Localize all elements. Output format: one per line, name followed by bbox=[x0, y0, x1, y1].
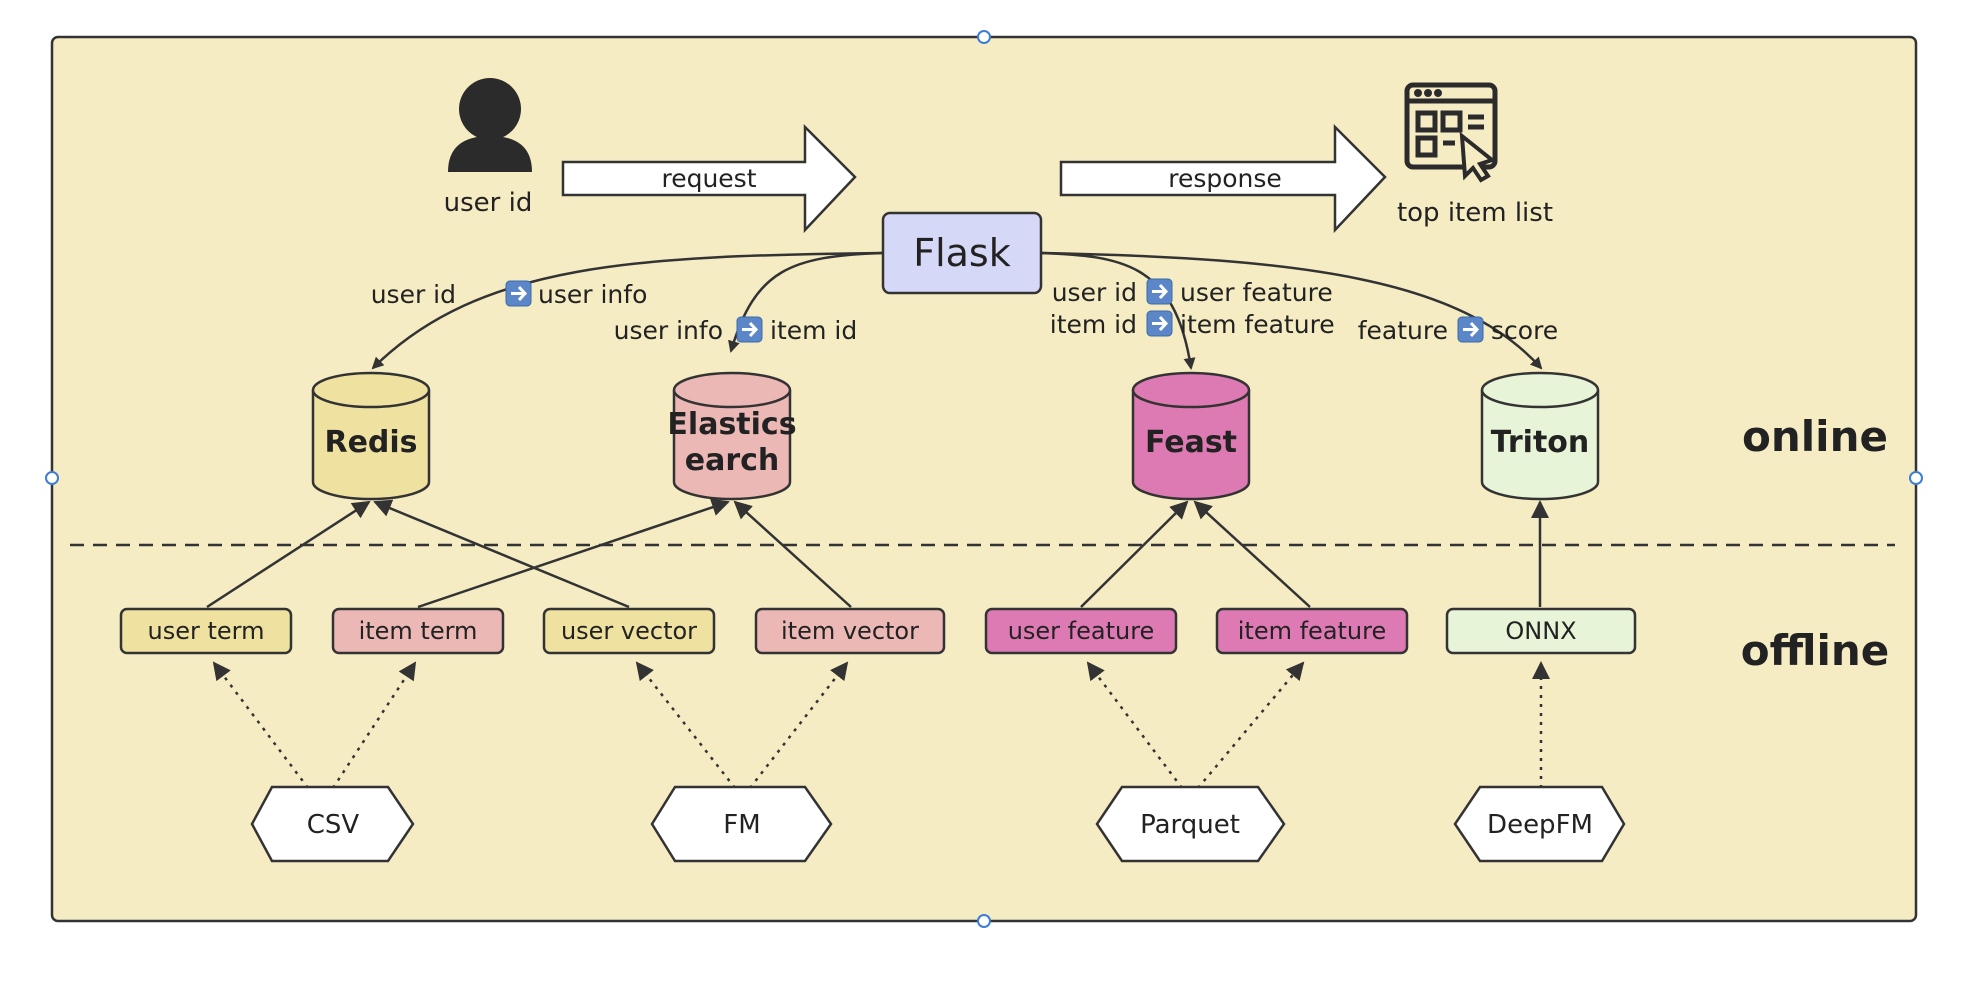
edge-label-triton: feature score bbox=[1358, 316, 1558, 345]
feast-store[interactable]: Feast bbox=[1131, 371, 1251, 501]
item-vector-label: item vector bbox=[781, 617, 919, 645]
user-feature-label: user feature bbox=[1008, 617, 1155, 645]
request-label: request bbox=[661, 164, 756, 193]
item-list-icon bbox=[1404, 82, 1498, 183]
svg-text:feature: feature bbox=[1358, 316, 1448, 345]
csv-source[interactable]: CSV bbox=[250, 785, 415, 863]
elasticsearch-label-line1: Elastics bbox=[667, 407, 796, 442]
item-feature-label: item feature bbox=[1238, 617, 1387, 645]
redis-label: Redis bbox=[324, 425, 417, 460]
edge-label-elasticsearch: user info item id bbox=[614, 316, 858, 345]
response-arrow bbox=[1059, 123, 1387, 234]
user-term-label: user term bbox=[148, 617, 265, 645]
edge-item-term-elasticsearch bbox=[417, 498, 730, 609]
resize-handle-left[interactable] bbox=[45, 471, 59, 485]
triton-store[interactable]: Triton bbox=[1480, 371, 1600, 501]
fm-label: FM bbox=[723, 810, 760, 840]
item-term-label: item term bbox=[359, 617, 478, 645]
resize-handle-top[interactable] bbox=[977, 30, 991, 44]
item-vector-box[interactable]: item vector bbox=[754, 607, 946, 655]
edge-parquet-item-feature bbox=[1197, 661, 1305, 789]
flask-label: Flask bbox=[913, 231, 1011, 275]
onnx-box[interactable]: ONNX bbox=[1445, 607, 1637, 655]
item-feature-box[interactable]: item feature bbox=[1215, 607, 1409, 655]
user-vector-label: user vector bbox=[561, 617, 697, 645]
edge-csv-item-term bbox=[331, 661, 417, 789]
online-zone-label: online bbox=[1742, 412, 1888, 461]
deepfm-source[interactable]: DeepFM bbox=[1453, 785, 1626, 863]
svg-text:score: score bbox=[1491, 316, 1558, 345]
svg-text:user feature: user feature bbox=[1180, 278, 1333, 307]
parquet-source[interactable]: Parquet bbox=[1095, 785, 1286, 863]
edge-user-vector-redis bbox=[373, 499, 630, 609]
response-label: response bbox=[1168, 164, 1282, 193]
svg-text:user id: user id bbox=[1052, 278, 1137, 307]
resize-handle-bottom[interactable] bbox=[977, 914, 991, 928]
svg-text:user info: user info bbox=[614, 316, 723, 345]
svg-text:item feature: item feature bbox=[1180, 310, 1335, 339]
top-item-list-label: top item list bbox=[1397, 198, 1553, 228]
edge-user-term-redis bbox=[206, 500, 371, 609]
edge-item-vector-elasticsearch bbox=[733, 500, 852, 608]
edge-flask-redis bbox=[371, 251, 884, 370]
svg-text:item id: item id bbox=[1050, 310, 1137, 339]
edge-user-feature-feast bbox=[1080, 500, 1189, 608]
elasticsearch-label-line2: earch bbox=[685, 443, 780, 478]
user-term-box[interactable]: user term bbox=[119, 607, 293, 655]
resize-handle-right[interactable] bbox=[1909, 471, 1923, 485]
request-arrow bbox=[561, 123, 857, 234]
edge-flask-triton bbox=[1040, 251, 1543, 370]
onnx-label: ONNX bbox=[1505, 617, 1576, 645]
csv-label: CSV bbox=[307, 810, 360, 840]
svg-text:item id: item id bbox=[770, 316, 857, 345]
edge-label-feast-user: user id user feature bbox=[1052, 278, 1333, 307]
edge-item-feature-feast bbox=[1193, 500, 1311, 608]
user-icon bbox=[448, 78, 532, 172]
offline-zone-label: offline bbox=[1741, 626, 1890, 675]
user-feature-box[interactable]: user feature bbox=[984, 607, 1178, 655]
triton-label: Triton bbox=[1491, 425, 1590, 460]
feast-label: Feast bbox=[1145, 425, 1237, 460]
fm-source[interactable]: FM bbox=[650, 785, 833, 863]
edge-label-redis: user id user info bbox=[371, 280, 648, 309]
parquet-label: Parquet bbox=[1140, 810, 1240, 840]
redis-store[interactable]: Redis bbox=[311, 371, 431, 501]
user-id-label: user id bbox=[444, 188, 533, 218]
svg-text:user info: user info bbox=[538, 280, 647, 309]
svg-text:user id: user id bbox=[371, 280, 456, 309]
edge-label-feast-item: item id item feature bbox=[1050, 310, 1335, 339]
deepfm-label: DeepFM bbox=[1487, 810, 1593, 840]
flask-server[interactable]: Flask bbox=[881, 211, 1043, 295]
user-vector-box[interactable]: user vector bbox=[542, 607, 716, 655]
elasticsearch-store[interactable]: Elastics earch bbox=[667, 371, 797, 501]
item-term-box[interactable]: item term bbox=[331, 607, 505, 655]
